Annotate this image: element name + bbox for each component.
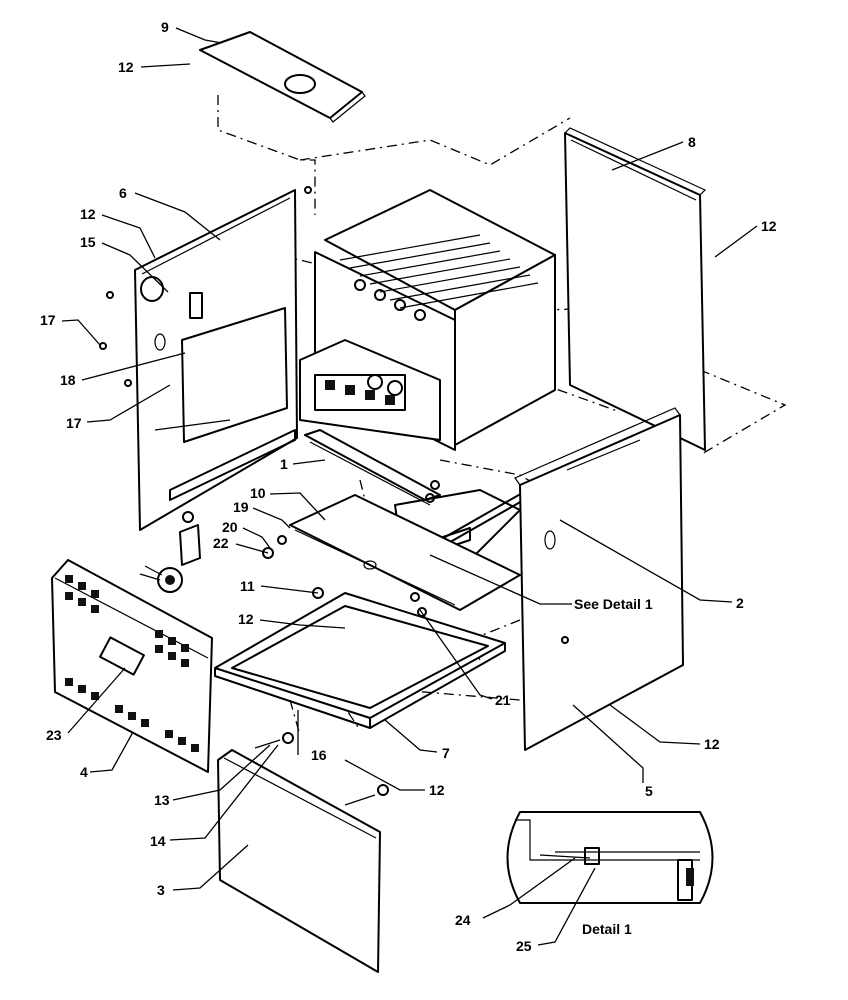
callout-12-top: 12 bbox=[118, 59, 134, 75]
back-panel bbox=[564, 127, 707, 451]
callout-23: 23 bbox=[46, 727, 62, 743]
callout-17-lower: 17 bbox=[66, 415, 82, 431]
callout-19: 19 bbox=[233, 499, 249, 515]
detail-caption: Detail 1 bbox=[582, 921, 632, 937]
callout-9: 9 bbox=[161, 19, 169, 35]
top-panel bbox=[199, 31, 366, 123]
hardware-parts bbox=[99, 186, 569, 806]
right-side-panel bbox=[514, 407, 684, 751]
callout-10: 10 bbox=[250, 485, 266, 501]
callout-16: 16 bbox=[311, 747, 327, 763]
burner-shelf bbox=[304, 429, 441, 506]
callout-22: 22 bbox=[213, 535, 229, 551]
leader-lines bbox=[61, 27, 758, 946]
bottom-frame bbox=[214, 592, 506, 729]
callout-12-back: 12 bbox=[761, 218, 777, 234]
heat-exchanger bbox=[299, 189, 556, 451]
callout-18: 18 bbox=[60, 372, 76, 388]
callout-15: 15 bbox=[80, 234, 96, 250]
callout-21: 21 bbox=[495, 692, 511, 708]
detail-inset bbox=[506, 811, 714, 904]
callout-labels: 9 12 8 12 6 12 15 17 18 17 1 10 19 20 22… bbox=[40, 19, 777, 954]
callout-2: 2 bbox=[736, 595, 744, 611]
callout-7: 7 bbox=[442, 745, 450, 761]
callout-12-right: 12 bbox=[704, 736, 720, 752]
callout-13: 13 bbox=[154, 792, 170, 808]
callout-8: 8 bbox=[688, 134, 696, 150]
callout-24: 24 bbox=[455, 912, 471, 928]
divider-panel bbox=[289, 494, 521, 627]
callout-14: 14 bbox=[150, 833, 166, 849]
front-panel bbox=[51, 559, 213, 773]
see-detail-label: See Detail 1 bbox=[574, 596, 653, 612]
callout-25: 25 bbox=[516, 938, 532, 954]
lower-door bbox=[217, 749, 381, 973]
callout-20: 20 bbox=[222, 519, 238, 535]
callout-12-left: 12 bbox=[80, 206, 96, 222]
callout-12-lower: 12 bbox=[429, 782, 445, 798]
callout-4: 4 bbox=[80, 764, 88, 780]
callout-6: 6 bbox=[119, 185, 127, 201]
callout-1: 1 bbox=[280, 456, 288, 472]
callout-3: 3 bbox=[157, 882, 165, 898]
callout-5: 5 bbox=[645, 783, 653, 799]
callout-12-mid: 12 bbox=[238, 611, 254, 627]
callout-11: 11 bbox=[240, 578, 255, 594]
callout-17-upper: 17 bbox=[40, 312, 56, 328]
